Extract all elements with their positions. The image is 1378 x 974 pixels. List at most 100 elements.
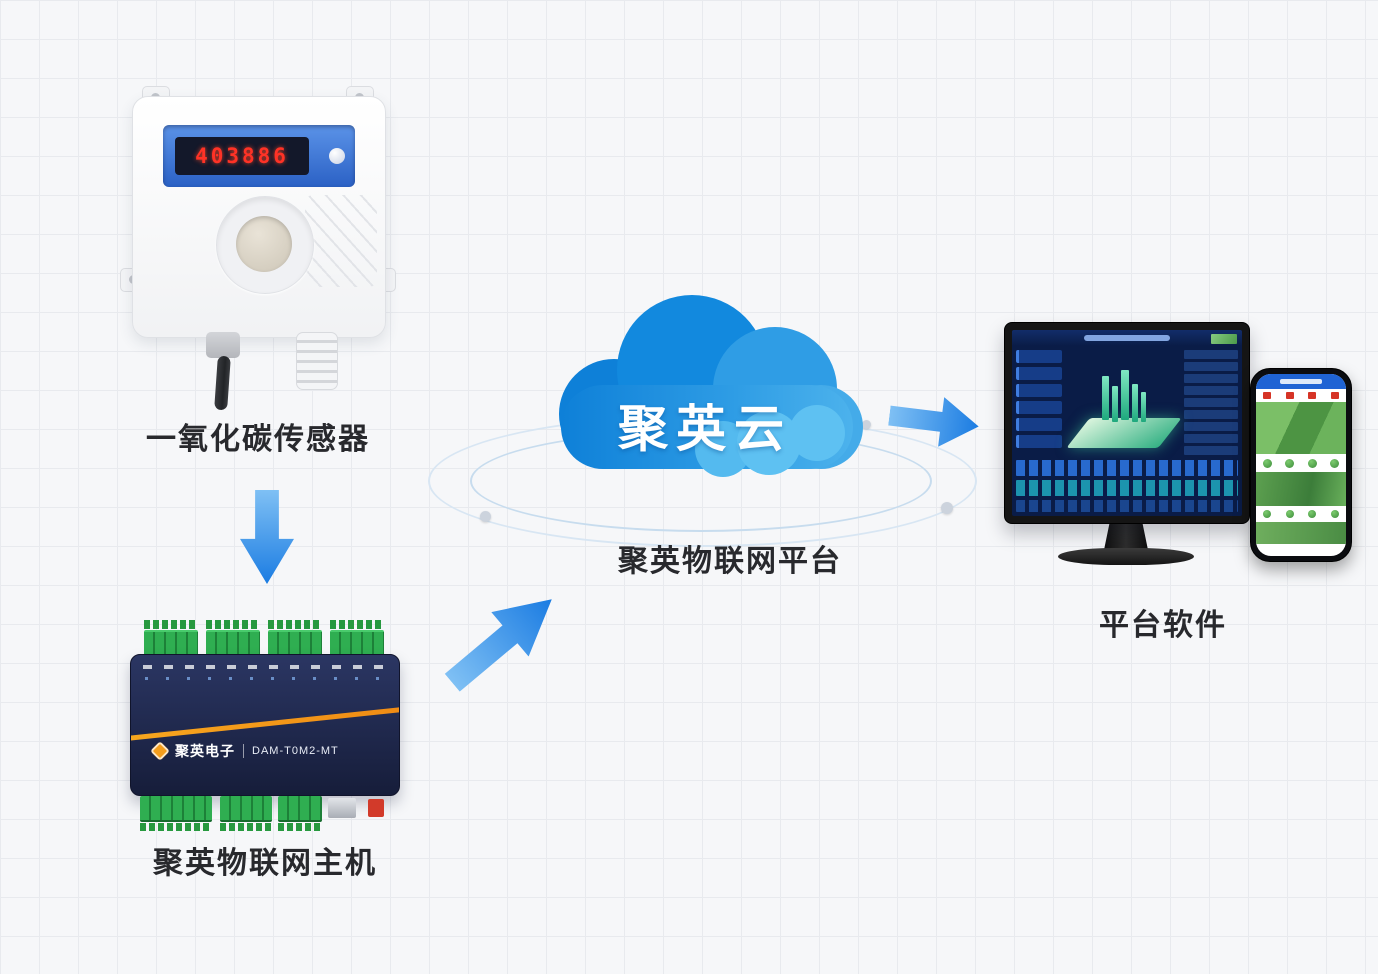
orange-accent-stripe <box>131 705 399 742</box>
tab-chip <box>1330 392 1339 399</box>
power-terminal <box>368 799 384 817</box>
terminal-connector <box>206 630 260 658</box>
terminal-connector <box>278 796 322 822</box>
terminal-block-bottom <box>220 796 272 831</box>
phone-status-bar <box>1256 374 1346 389</box>
sensor-status-icon <box>1330 510 1339 518</box>
sensor-status-icon <box>1285 510 1294 518</box>
cloud-label: 聚英物联网平台 <box>618 545 842 578</box>
greenhouse-photo <box>1256 402 1346 454</box>
dashboard-title-bar <box>1084 335 1170 341</box>
sidebar-menu-item <box>1016 435 1062 448</box>
greenhouse-photo <box>1256 522 1346 544</box>
gas-sensor-membrane <box>236 216 292 272</box>
terminal-pins <box>268 620 322 629</box>
monitor-stand-base <box>1058 548 1194 565</box>
terminal-pins <box>206 620 260 629</box>
sidebar-menu-item <box>1016 384 1062 397</box>
data-row <box>1184 434 1238 443</box>
sensor-icon-row <box>1256 506 1346 522</box>
flow-arrow-up-right <box>434 577 571 705</box>
terminal-pins <box>140 823 212 831</box>
building-bar <box>1112 386 1118 422</box>
cloud-name: 聚英云 <box>618 401 792 457</box>
terminal-connector <box>144 630 198 658</box>
sidebar-menu-item <box>1016 350 1062 363</box>
sensor-status-icon <box>1263 510 1272 518</box>
sensor-label: 一氧化碳传感器 <box>146 423 370 456</box>
cable-gland <box>206 332 240 358</box>
building-bar <box>1121 370 1129 420</box>
led-readout: 403886 <box>175 137 309 175</box>
cloud-front-lobe <box>789 405 845 461</box>
device-status-grid <box>1016 480 1238 496</box>
terminal-connector <box>268 630 322 658</box>
iot-host-device: 聚英电子 DAM-T0M2-MT <box>130 620 400 831</box>
orbit-dot <box>941 502 953 514</box>
device-status-grid <box>1016 460 1238 476</box>
terminal-connector <box>140 796 212 822</box>
io-label-row <box>143 665 387 669</box>
tab-chip <box>1308 392 1317 399</box>
data-row <box>1184 386 1238 395</box>
terminal-pins <box>330 620 384 629</box>
cloud-platform: 聚英云 <box>545 293 865 478</box>
building-bar <box>1102 376 1109 420</box>
smartphone <box>1250 368 1352 562</box>
terminal-pins <box>278 823 322 831</box>
data-row <box>1184 350 1238 359</box>
host-housing: 聚英电子 DAM-T0M2-MT <box>130 654 400 796</box>
camera-thumbnail <box>1211 334 1237 344</box>
brand-divider <box>243 744 244 758</box>
dashboard-right-panel <box>1184 350 1238 458</box>
terminal-block-top <box>206 620 260 658</box>
brand-name: 聚英电子 <box>175 743 235 759</box>
sensor-status-icon <box>1308 510 1317 518</box>
dashboard-header <box>1012 330 1242 346</box>
host-label: 聚英物联网主机 <box>153 847 377 880</box>
terminal-connector <box>220 796 272 822</box>
model-number: DAM-T0M2-MT <box>252 745 339 757</box>
sensor-status-icon <box>1262 458 1272 468</box>
led-indicator-row <box>145 677 385 680</box>
terminal-pins <box>220 823 272 831</box>
data-row <box>1184 410 1238 419</box>
greenhouse-platform <box>1066 418 1182 448</box>
building-bar <box>1141 392 1146 422</box>
flow-arrow-down <box>240 490 294 584</box>
gas-sensor-opening <box>216 196 314 294</box>
dashboard-sidebar <box>1016 350 1062 452</box>
sensor-display-panel: 403886 <box>163 125 355 187</box>
tab-chip <box>1285 392 1294 399</box>
tab-chip <box>1263 392 1272 399</box>
ethernet-port <box>328 798 356 818</box>
data-row <box>1184 446 1238 455</box>
brand-logo-icon <box>150 741 170 761</box>
monitor-stand-neck <box>1104 520 1148 550</box>
terminal-block-top <box>268 620 322 658</box>
data-row <box>1184 398 1238 407</box>
phone-tab-row <box>1256 389 1346 402</box>
orbit-dot <box>480 511 491 522</box>
display-badge-icon <box>329 148 345 164</box>
brand-row: 聚英电子 DAM-T0M2-MT <box>150 741 339 761</box>
building-bar <box>1132 384 1138 422</box>
vented-cap <box>296 332 338 390</box>
sidebar-menu-item <box>1016 418 1062 431</box>
sidebar-menu-item <box>1016 367 1062 380</box>
data-row <box>1184 362 1238 371</box>
sensor-cable <box>214 355 231 411</box>
co-sensor-device: 403886 <box>120 86 396 416</box>
software-label: 平台软件 <box>1099 609 1227 642</box>
sensor-housing: 403886 <box>132 96 386 338</box>
vent-lines <box>305 195 377 287</box>
greenhouse-3d-scene <box>1066 356 1182 458</box>
data-row <box>1184 374 1238 383</box>
sidebar-menu-item <box>1016 401 1062 414</box>
orbit-dot <box>862 420 871 429</box>
sensor-status-icon <box>1285 458 1295 468</box>
sensor-status-icon <box>1330 458 1340 468</box>
terminal-pins <box>144 620 198 629</box>
terminal-block-bottom <box>140 796 212 831</box>
